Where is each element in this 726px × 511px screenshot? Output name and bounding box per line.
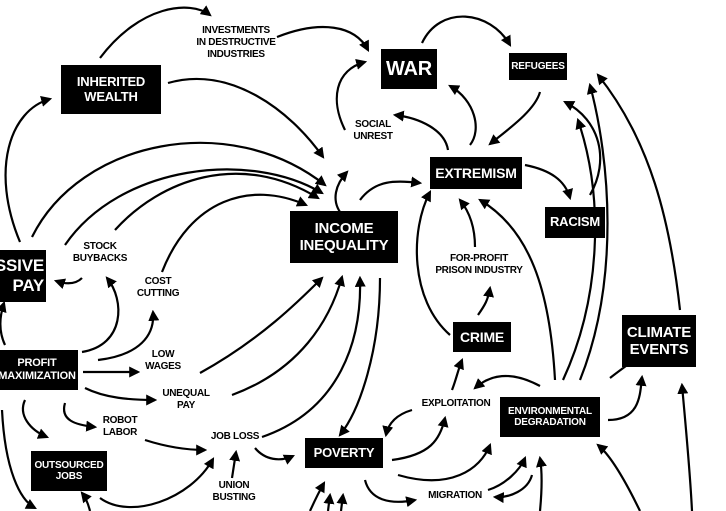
edge-robot-labor-to-job-loss — [144, 438, 208, 456]
edge-profit-to-excessive-pay — [0, 300, 7, 346]
node-migration: MIGRATION — [428, 490, 482, 501]
node-crime: CRIME — [453, 322, 511, 352]
edge-cost-cutting-to-income-inequality — [160, 193, 309, 273]
node-environmental-degradation: ENVIRONMENTAL DEGRADATION — [500, 397, 600, 437]
edge-env-to-exploitation — [473, 374, 541, 390]
node-robot-labor: ROBOT LABOR — [102, 415, 138, 438]
edge-poverty-to-exploitation — [391, 415, 449, 462]
edge-env-to-refugees-2 — [578, 82, 609, 381]
node-unequal-pay: UNEQUAL PAY — [162, 388, 210, 411]
edge-exploitation-to-poverty — [382, 408, 413, 438]
node-income-inequality: INCOME INEQUALITY — [290, 211, 398, 263]
edge-extremism-to-war — [448, 84, 477, 146]
edge-racism-to-refugees — [563, 100, 602, 196]
edge-unequal-pay-to-income-inequality — [231, 274, 345, 397]
node-exploitation: EXPLOITATION — [421, 398, 491, 409]
edge-income-inequality-to-poverty — [338, 277, 382, 437]
edge-inherited-wealth-to-income-inequality — [167, 77, 325, 159]
edge-env-to-extremism — [478, 198, 557, 381]
edge-profit-to-unequal-pay — [84, 387, 158, 406]
node-outsourced-jobs: OUTSOURCED JOBS — [31, 451, 107, 491]
edge-investments-to-war — [276, 25, 370, 52]
edge-excessive-pay-to-inherited-wealth — [4, 96, 53, 243]
edge-left-to-outsourced — [0, 409, 37, 510]
node-poverty: POVERTY — [305, 438, 383, 468]
node-racism: RACISM — [545, 207, 605, 238]
edge-job-loss-to-income-inequality — [261, 275, 366, 439]
edge-env-to-refugees — [562, 117, 597, 381]
edge-climate-to-refugees — [596, 73, 682, 311]
edge-crime-to-extremism — [415, 190, 451, 336]
edge-exploitation-to-crime — [450, 357, 464, 391]
edge-left-to-income-inequality — [64, 168, 324, 246]
node-investments-destructive-industries: INVESTMENTS IN DESTRUCTIVE INDUSTRIES — [196, 25, 276, 60]
edge-profit-to-robot-labor — [62, 402, 98, 432]
node-climate-events: CLIMATE EVENTS — [622, 315, 696, 367]
edge-refugees-to-extremism — [488, 91, 542, 146]
edge-union-busting-to-job-loss — [229, 449, 241, 479]
edge-war-to-refugees — [421, 15, 512, 47]
edge-bottom-to-poverty-2 — [323, 492, 335, 511]
edge-outsourced-jobs-to-job-loss — [99, 457, 215, 509]
edge-bottom-to-climate — [677, 382, 694, 511]
edge-stock-buybacks-to-income-inequality — [114, 172, 320, 231]
node-cost-cutting: COST CUTTING — [136, 276, 180, 299]
edge-profit-to-stock-buybacks — [81, 276, 120, 354]
edge-bottom-to-env-2 — [536, 455, 547, 511]
node-war: WAR — [381, 49, 437, 89]
node-profit-maximization: PROFIT MAXIMIZATION — [0, 350, 78, 390]
edge-bottom-to-poverty-3 — [336, 492, 348, 511]
node-job-loss: JOB LOSS — [210, 431, 260, 442]
edge-job-loss-to-poverty — [254, 447, 295, 465]
edge-income-inequality-to-extremism — [359, 176, 423, 201]
edge-low-wages-to-income-inequality — [199, 276, 324, 374]
edge-bottom-to-outsourced — [80, 491, 92, 511]
edge-excessive-pay-to-income-inequality — [31, 141, 327, 238]
edge-extremism-to-racism — [524, 163, 573, 201]
node-excessive-pay: SSIVE PAY — [0, 250, 46, 302]
node-union-busting: UNION BUSTING — [212, 480, 256, 503]
node-social-unrest: SOCIAL UNREST — [353, 119, 393, 142]
edge-env-to-climate — [607, 374, 647, 422]
edge-inherited-wealth-to-investments — [99, 5, 212, 59]
node-for-profit-prison-industry: FOR-PROFIT PRISON INDUSTRY — [435, 253, 523, 276]
edge-profit-to-cost-cutting — [97, 309, 160, 362]
edge-poverty-to-env — [397, 442, 492, 482]
node-extremism: EXTREMISM — [430, 157, 522, 189]
edge-crime-to-prison — [477, 285, 494, 316]
edge-income-inequality-to-social-unrest — [334, 170, 349, 213]
edge-stock-buybacks-to-excessive-pay — [53, 277, 83, 289]
edge-env-to-migration — [492, 474, 534, 504]
node-low-wages: LOW WAGES — [145, 349, 181, 372]
node-refugees: REFUGEES — [509, 53, 567, 80]
edge-profit-to-outsourced-jobs — [21, 399, 50, 439]
node-stock-buybacks: STOCK BUYBACKS — [72, 241, 128, 264]
edge-bottom-to-poverty-1 — [308, 481, 326, 511]
edge-prison-to-extremism — [458, 198, 477, 248]
node-inherited-wealth: INHERITED WEALTH — [61, 65, 161, 114]
edge-bottom-to-env — [596, 443, 641, 511]
edge-migration-to-env — [487, 455, 527, 492]
edge-social-unrest-to-war — [335, 58, 368, 131]
edge-poverty-to-migration — [363, 479, 418, 508]
edge-extremism-to-social-unrest — [392, 110, 450, 151]
